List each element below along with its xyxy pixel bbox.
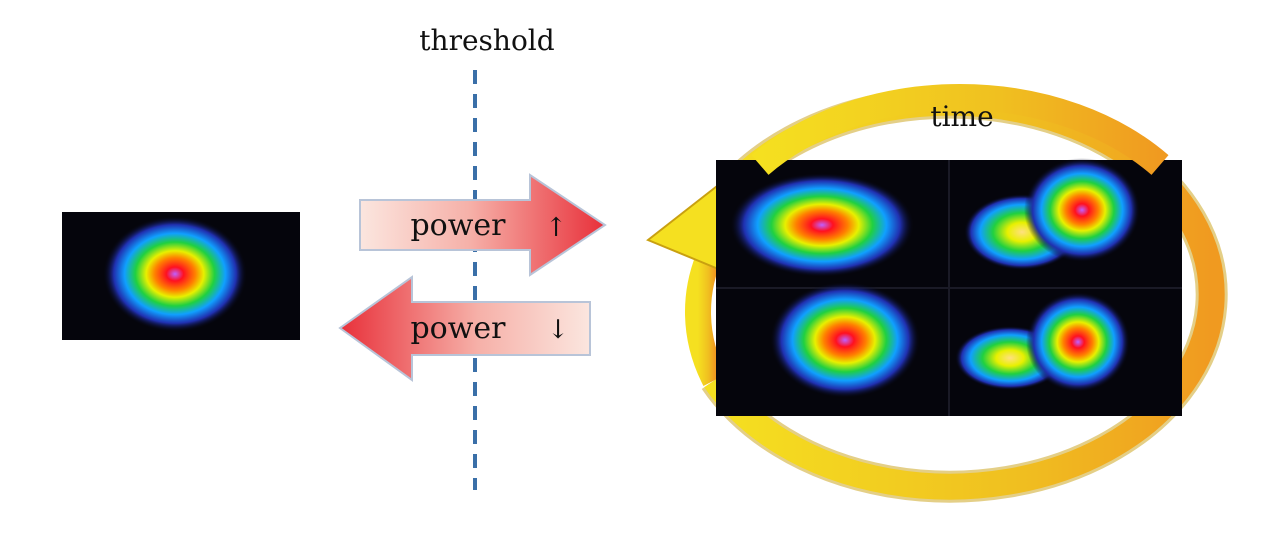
beam-frame-1 (730, 173, 914, 277)
time-label: time (930, 100, 993, 133)
beam-frame-2-lobe-a (1024, 158, 1140, 262)
arrow-down-icon: ↓ (547, 315, 569, 345)
arrow-up-icon: ↑ (545, 213, 567, 243)
power-up-arrow: power ↑ (359, 173, 607, 277)
time-ring-top (751, 84, 1169, 175)
beam-frame-4-lobe-a (1026, 292, 1130, 392)
power-down-label: power (410, 311, 506, 346)
power-up-label: power (410, 208, 506, 243)
power-down-arrow: power ↓ (338, 275, 591, 382)
threshold-label: threshold (419, 24, 554, 57)
multimode-beam-images (716, 158, 1182, 416)
single-mode-beam-image (62, 212, 300, 340)
beam-frame-3 (770, 282, 920, 398)
